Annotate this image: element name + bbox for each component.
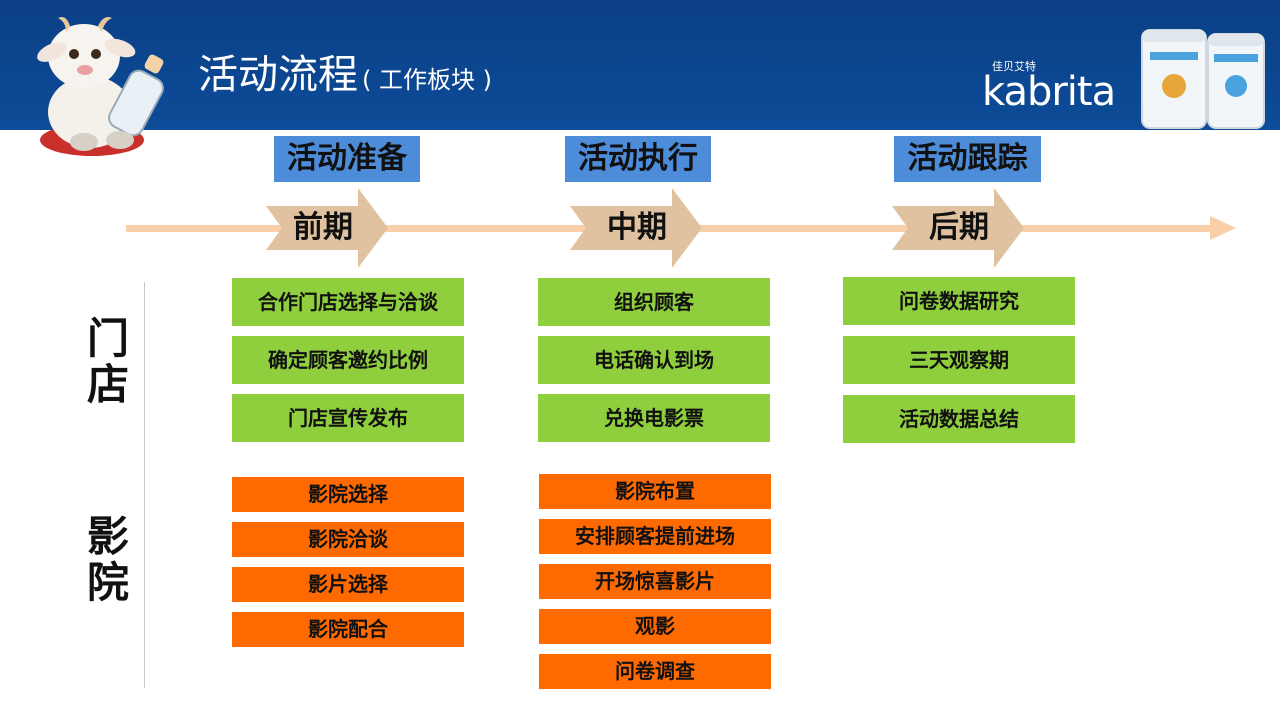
store-task-box: 三天观察期 [843, 336, 1075, 384]
stage-arrow-mid [570, 188, 702, 268]
cinema-task-box: 问卷调查 [539, 654, 771, 689]
cinema-task-box: 影院洽谈 [232, 522, 464, 557]
stage-arrow-late [892, 188, 1024, 268]
kabrita-logo: 佳贝艾特 kabrita [972, 54, 1132, 118]
brand-en: kabrita [982, 69, 1116, 115]
row-divider [144, 282, 145, 688]
title-subtitle: ( 工作板块 ) [362, 66, 492, 94]
stage-arrow-early [266, 188, 388, 268]
cinema-task-box: 影院配合 [232, 612, 464, 647]
cinema-task-box: 开场惊喜影片 [539, 564, 771, 599]
row-label-store: 门店 [86, 314, 129, 409]
goat-mascot-icon [37, 17, 164, 156]
phase-title-prepare: 活动准备 [274, 136, 420, 182]
store-task-box: 兑换电影票 [538, 394, 770, 442]
stage-label-late: 后期 [929, 210, 989, 245]
store-task-box: 组织顾客 [538, 278, 770, 326]
cinema-task-box: 影院选择 [232, 477, 464, 512]
page-title: 活动流程( 工作板块 ) [198, 50, 492, 105]
cinema-task-box: 影片选择 [232, 567, 464, 602]
stage-label-mid: 中期 [607, 210, 667, 245]
stage-label-early: 前期 [293, 210, 353, 245]
phase-title-track: 活动跟踪 [894, 136, 1041, 182]
header-banner [0, 0, 1280, 130]
store-task-box: 问卷数据研究 [843, 277, 1075, 325]
row-label-cinema: 影院 [86, 512, 129, 607]
cinema-task-box: 影院布置 [539, 474, 771, 509]
brand-cn: 佳贝艾特 [992, 60, 1036, 73]
phase-title-execute: 活动执行 [565, 136, 711, 182]
milk-cans-icon [1141, 29, 1265, 129]
store-task-box: 门店宣传发布 [232, 394, 464, 442]
cinema-task-box: 安排顾客提前进场 [539, 519, 771, 554]
store-task-box: 确定顾客邀约比例 [232, 336, 464, 384]
cinema-task-box: 观影 [539, 609, 771, 644]
store-task-box: 活动数据总结 [843, 395, 1075, 443]
store-task-box: 电话确认到场 [538, 336, 770, 384]
timeline-arrow [126, 188, 1236, 268]
title-main: 活动流程 [198, 52, 358, 98]
store-task-box: 合作门店选择与洽谈 [232, 278, 464, 326]
